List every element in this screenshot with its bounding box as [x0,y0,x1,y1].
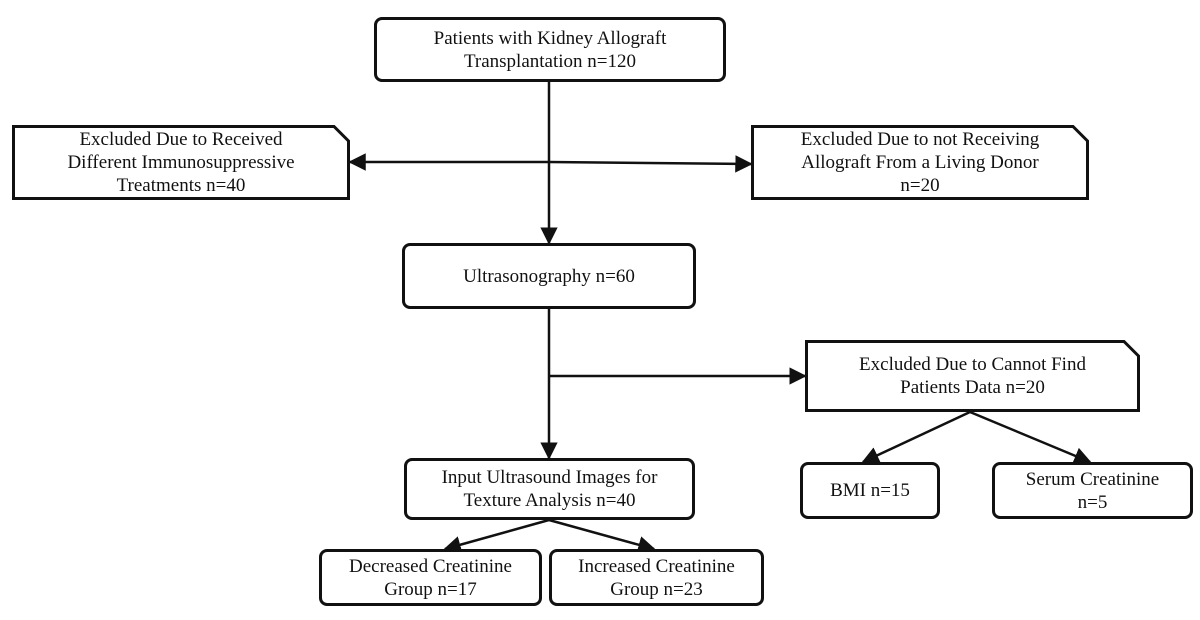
patients-line-1: Patients with Kidney Allograft [433,27,667,49]
input-images-line-2: Texture Analysis n=40 [463,490,636,511]
excluded-donor-shape [751,125,1089,200]
input-images-box: Input Ultrasound Images for Texture Anal… [404,458,695,520]
arrow-to-decreased [443,518,550,554]
arrow-to-increased [548,518,656,554]
excluded-data-box: Excluded Due to Cannot Find Patients Dat… [805,340,1140,412]
decreased-group-box: Decreased Creatinine Group n=17 [319,549,542,606]
excluded-data-shape [805,340,1140,412]
arrow-to-bmi [861,410,971,464]
patients-line-2: Transplantation n=120 [463,50,637,72]
excluded-donor-box: Excluded Due to not Receiving Allograft … [751,125,1089,200]
excluded-data-line-2: Patients Data n=20 [900,377,1045,398]
increased-group-line-1: Increased Creatinine [578,555,735,577]
excluded-treatments-shape [12,125,350,200]
serum-creatinine-line-2: n=5 [1077,491,1108,513]
patients-box: Patients with Kidney Allograft Transplan… [374,17,726,82]
bmi-line-1: BMI n=15 [830,480,910,501]
excluded-donor-line-2: Allograft From a Living Donor [801,152,1039,173]
increased-group-line-2: Group n=23 [610,578,703,600]
excluded-donor-line-3: n=20 [900,175,940,196]
excluded-donor-line-1: Excluded Due to not Receiving [800,129,1040,150]
serum-creatinine-box: Serum Creatinine n=5 [992,462,1193,519]
input-images-line-1: Input Ultrasound Images for [441,467,658,488]
excluded-treatments-line-3: Treatments n=40 [116,175,246,196]
arrow-exclusions-right [548,155,753,173]
excluded-treatments-line-1: Excluded Due to Received [79,129,283,150]
ultrasonography-box: Ultrasonography n=60 [402,243,696,309]
bmi-box: BMI n=15 [800,462,940,519]
arrow-to-serum [969,410,1092,465]
increased-group-box: Increased Creatinine Group n=23 [549,549,764,606]
excluded-data-line-1: Excluded Due to Cannot Find [859,354,1086,375]
excluded-treatments-line-2: Different Immunosuppressive [67,152,295,173]
decreased-group-line-1: Decreased Creatinine [349,555,512,577]
ultrasonography-line-1: Ultrasonography n=60 [463,265,635,287]
decreased-group-line-2: Group n=17 [384,578,477,600]
serum-creatinine-line-1: Serum Creatinine [1025,468,1160,490]
excluded-treatments-box: Excluded Due to Received Different Immun… [12,125,350,200]
